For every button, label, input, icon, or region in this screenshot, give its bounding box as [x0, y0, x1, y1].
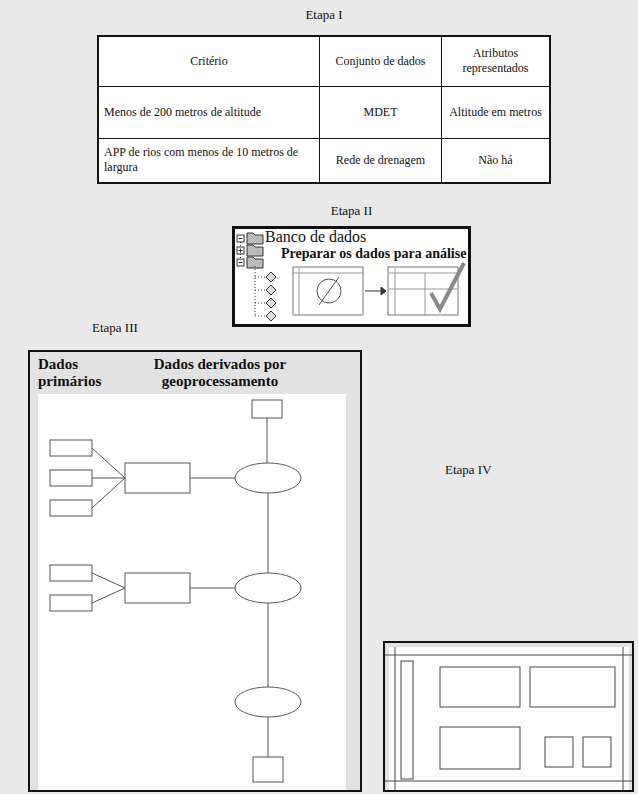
table-header: Critério: [190, 54, 227, 68]
stage-heading: Etapa II: [235, 204, 468, 219]
flowchart-illustration: [30, 352, 360, 790]
table-cell: APP de rios com menos de 10 metros de la…: [104, 145, 298, 174]
stage-heading: Etapa III: [92, 321, 138, 336]
criteria-grid: Critério Conjunto de dados Atributos repre…: [97, 35, 551, 184]
column-heading: Dados derivados por geoprocessamento: [120, 356, 320, 391]
table-cell: Não há: [478, 153, 512, 167]
column-heading: Dados primários: [38, 356, 114, 391]
layout-illustration: [385, 643, 632, 790]
table-cell: Rede de drenagem: [336, 153, 425, 167]
stage-box: Etapa IV: [383, 641, 634, 792]
stage-heading: Etapa I: [97, 8, 551, 23]
table-cell: MDET: [363, 105, 397, 119]
step-title: Preparar os dados para análise: [281, 246, 466, 262]
table-cell: Altitude em metros: [449, 105, 542, 119]
stage-box: Etapa IIIDados primáriosDados derivados …: [28, 350, 362, 792]
table-cell: Menos de 200 metros de altitude: [104, 105, 261, 119]
table-header: Atributos representados: [463, 46, 529, 75]
tree-label: Banco de dados: [265, 228, 366, 246]
stage-heading: Etapa IV: [445, 463, 492, 478]
table-header: Conjunto de dados: [335, 54, 425, 68]
stage-box: Etapa IIBanco de dadosPreparar os dados …: [232, 226, 471, 327]
criteria-table: Etapa ICritérioConjunto de dadosAtributo…: [97, 35, 551, 182]
